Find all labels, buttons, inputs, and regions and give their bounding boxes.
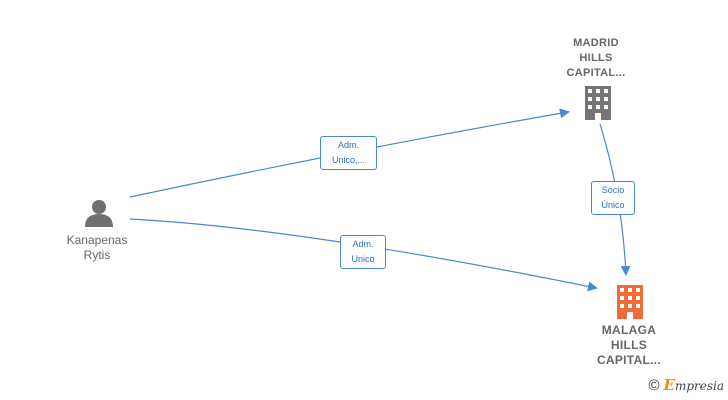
watermark: © Empresia <box>648 376 724 394</box>
node-label-madrid[interactable]: MADRID HILLS CAPITAL... <box>536 36 656 81</box>
building-icon[interactable] <box>585 86 611 120</box>
node-label-line: HILLS <box>610 338 648 352</box>
person-icon[interactable] <box>85 200 113 227</box>
edge-label-madrid-malaga[interactable]: Socio Único <box>591 181 635 215</box>
edge-label-line: Unico <box>351 254 375 264</box>
copyright-icon: © <box>648 376 660 394</box>
brand-name: mpresia <box>674 379 724 393</box>
edge-label-line: Adm. <box>337 140 359 150</box>
node-label-line: MADRID <box>573 37 619 49</box>
brand-initial: E <box>663 376 675 394</box>
node-label-line: CAPITAL... <box>566 67 626 79</box>
edge-label-line: Adm. <box>352 239 374 249</box>
edge-label-line: Socio <box>601 185 625 195</box>
node-label-line: CAPITAL... <box>596 353 662 367</box>
edge-label-line: Único <box>601 200 625 210</box>
node-label-person[interactable]: Kanapenas Rytis <box>37 233 157 263</box>
edge-label-person-madrid[interactable]: Adm. Unico,... <box>320 136 377 170</box>
node-label-line: MALAGA <box>601 323 657 337</box>
edge-label-person-malaga[interactable]: Adm. Unico <box>340 235 386 269</box>
edge-label-line: Unico,... <box>331 155 365 165</box>
edge-person-malaga[interactable] <box>129 218 598 292</box>
node-label-line: Kanapenas <box>66 233 128 247</box>
brand-logo: Empresia <box>664 376 725 394</box>
node-label-malaga[interactable]: MALAGA HILLS CAPITAL... <box>569 323 689 368</box>
node-label-line: Rytis <box>83 248 111 262</box>
building-icon-highlighted[interactable] <box>617 285 643 319</box>
node-label-line: HILLS <box>579 52 613 64</box>
